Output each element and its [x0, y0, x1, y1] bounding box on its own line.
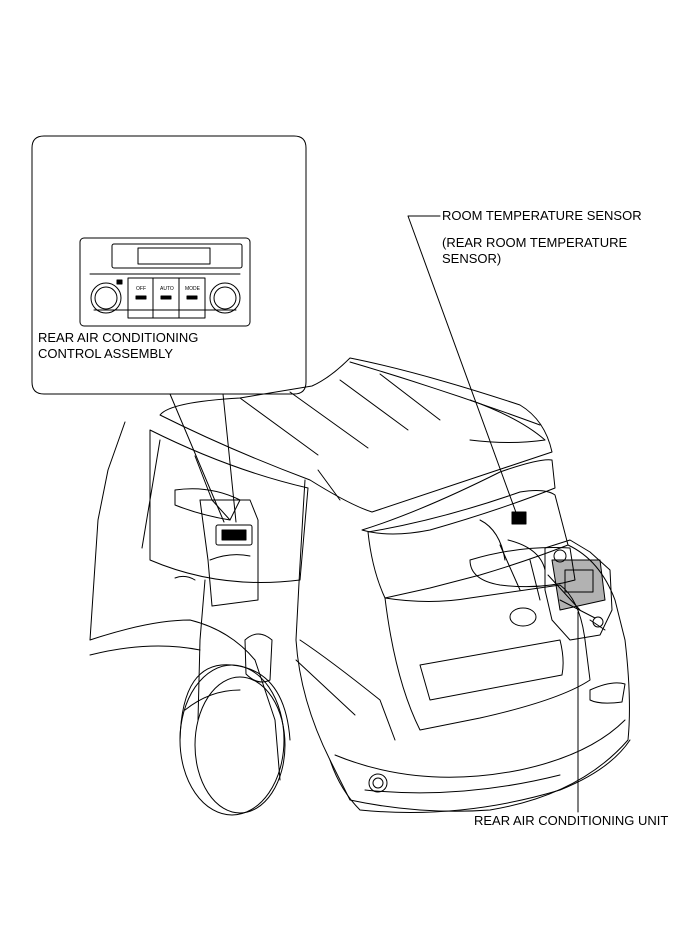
control-assembly-label-line2: CONTROL ASSEMBLY	[38, 346, 174, 361]
panel-button-mode: MODE	[185, 286, 201, 292]
callout-box	[31, 135, 307, 395]
room-temperature-sensor-label: ROOM TEMPERATURE SENSOR	[442, 208, 642, 223]
vehicle-roof	[159, 357, 553, 513]
vehicle-side	[89, 421, 281, 781]
leader-room-sensor	[407, 215, 519, 519]
panel-button-off: OFF	[136, 286, 146, 292]
rear-ac-unit	[544, 539, 613, 641]
rear-room-temperature-label-line1: (REAR ROOM TEMPERATURE	[442, 235, 628, 250]
rear-window	[367, 490, 569, 599]
rear-wheel	[179, 664, 291, 816]
callout-pointer	[169, 393, 237, 523]
control-assembly-label-line1: REAR AIR CONDITIONING	[38, 330, 199, 345]
rear-room-temperature-label-line2: SENSOR)	[442, 251, 502, 266]
rear-ac-unit-label: REAR AIR CONDITIONING UNIT	[474, 813, 669, 828]
control-panel-illustration	[79, 237, 251, 327]
rear-console	[174, 488, 259, 721]
tailgate	[295, 479, 630, 812]
room-temperature-sensor	[511, 511, 527, 525]
rear-bumper	[329, 739, 631, 813]
panel-button-auto: AUTO	[160, 286, 174, 292]
